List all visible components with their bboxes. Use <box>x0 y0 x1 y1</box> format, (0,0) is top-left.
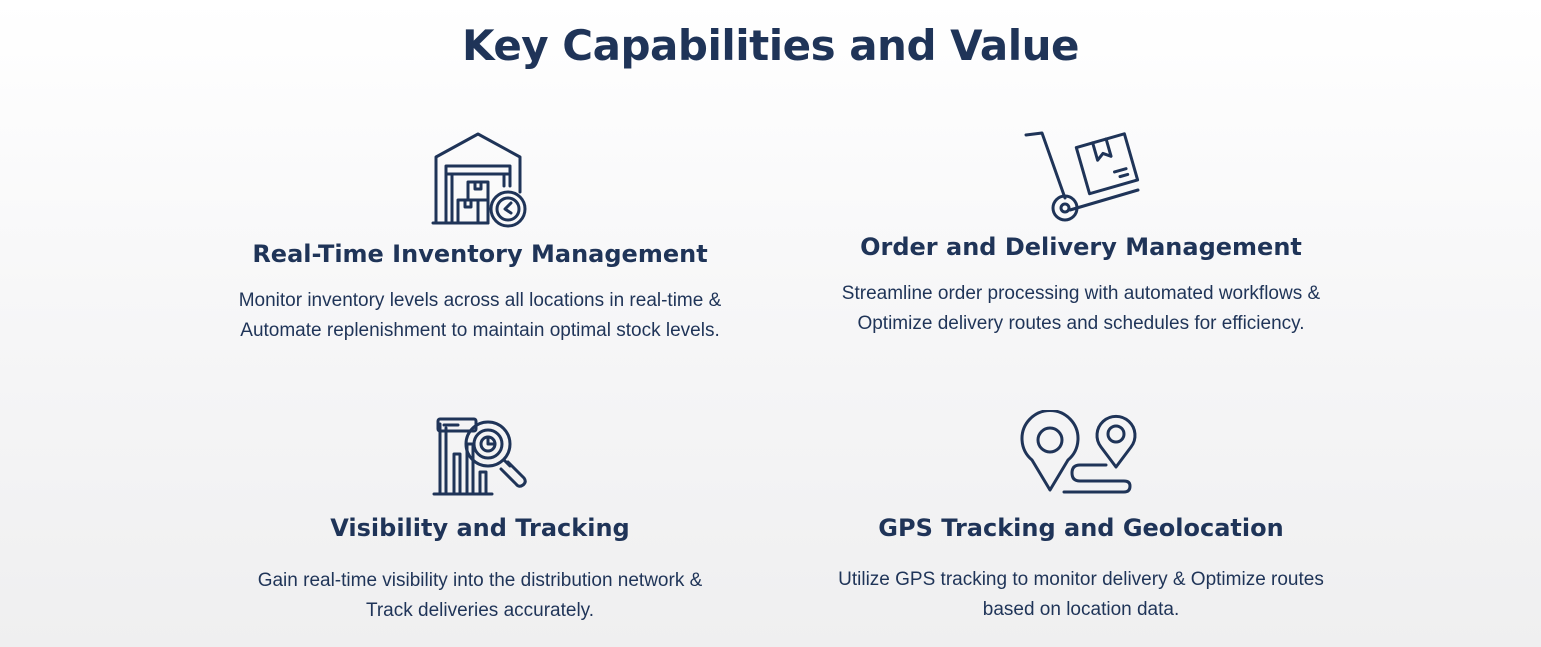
hand-truck-box-icon <box>801 130 1361 222</box>
section-title: Key Capabilities and Value <box>462 21 1079 70</box>
capability-title: Order and Delivery Management <box>860 233 1302 261</box>
capability-description: Gain real-time visibility into the distr… <box>200 566 760 626</box>
capability-description: Utilize GPS tracking to monitor delivery… <box>801 565 1361 625</box>
description-line: based on location data. <box>982 599 1180 620</box>
capability-title: Visibility and Tracking <box>330 514 630 542</box>
warehouse-clock-icon <box>200 130 760 228</box>
description-line: Optimize delivery routes and schedules f… <box>857 313 1305 334</box>
description-line: Streamline order processing with automat… <box>841 283 1321 304</box>
description-line: Monitor inventory levels across all loca… <box>238 290 722 311</box>
location-route-icon <box>801 410 1361 500</box>
capability-card-inventory: Real-Time Inventory Management Monitor i… <box>200 130 760 346</box>
chart-magnifier-icon <box>200 414 760 498</box>
capability-card-gps: GPS Tracking and Geolocation Utilize GPS… <box>801 410 1361 625</box>
capability-description: Monitor inventory levels across all loca… <box>200 286 760 346</box>
description-line: Automate replenishment to maintain optim… <box>240 320 720 341</box>
description-line: Gain real-time visibility into the distr… <box>257 570 703 591</box>
capability-title: Real-Time Inventory Management <box>252 240 708 268</box>
capability-description: Streamline order processing with automat… <box>801 279 1361 339</box>
description-line: Track deliveries accurately. <box>365 600 595 621</box>
description-line: Utilize GPS tracking to monitor delivery… <box>838 569 1324 590</box>
capability-card-order: Order and Delivery Management Streamline… <box>801 130 1361 339</box>
capability-title: GPS Tracking and Geolocation <box>878 514 1284 542</box>
capability-card-visibility: Visibility and Tracking Gain real-time v… <box>200 414 760 626</box>
